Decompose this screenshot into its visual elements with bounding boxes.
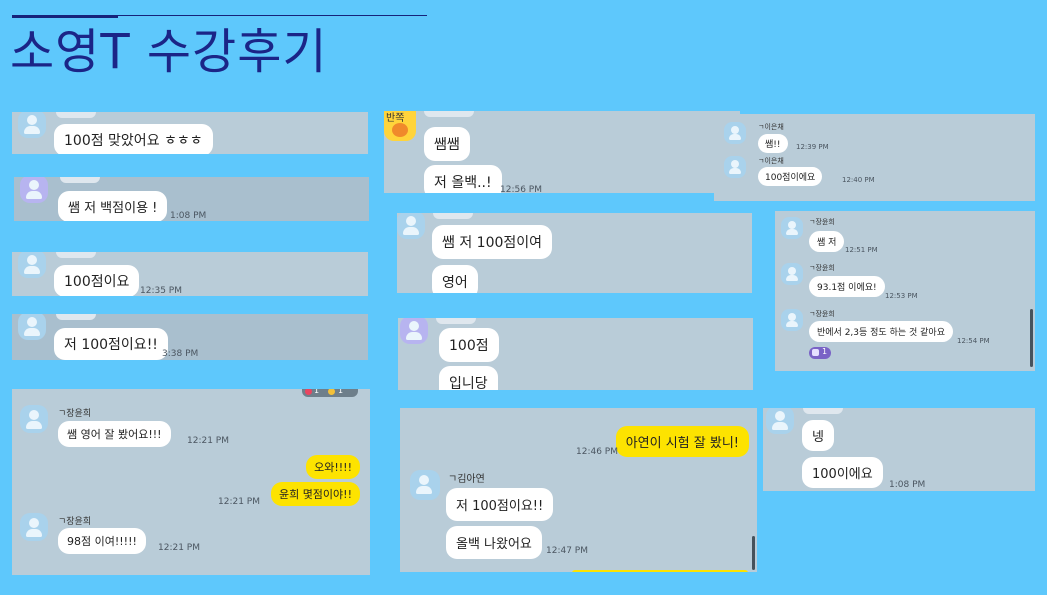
scrollbar[interactable] xyxy=(752,536,755,570)
message-time: 12:54 PM xyxy=(957,337,990,345)
chat-bubble: 쌤 영어 잘 봤어요!!! xyxy=(58,421,171,447)
cropped-bubble xyxy=(56,314,96,320)
sender-name: ㄱ김아연 xyxy=(448,474,485,485)
message-time: 12:56 PM xyxy=(500,185,542,193)
sticker-label: 반쪽 xyxy=(386,113,405,124)
profile-avatar xyxy=(18,112,46,138)
reaction-count: 1 xyxy=(338,389,344,395)
chat-bubble: 93.1점 이에요! xyxy=(809,276,885,297)
message-time: 12:53 PM xyxy=(885,292,918,300)
chat-bubble: 쌤!! xyxy=(758,134,788,153)
cropped-bubble xyxy=(60,177,100,183)
profile-avatar xyxy=(724,156,746,178)
message-time: 12:39 PM xyxy=(796,143,829,151)
profile-avatar xyxy=(20,513,48,541)
chat-screenshot-10: 1 1 ㄱ장윤희 쌤 영어 잘 봤어요!!! 12:21 PM 오와!!!! 윤… xyxy=(12,389,370,575)
message-time: 12:21 PM xyxy=(218,497,260,507)
chat-screenshot-9: 100점 입니당 xyxy=(398,318,753,390)
profile-avatar xyxy=(781,309,803,331)
chat-bubble: 쌤 저 백점이용 ! xyxy=(58,191,168,221)
profile-avatar xyxy=(20,177,48,203)
face-icon xyxy=(392,123,408,137)
chat-bubble: 영어 xyxy=(432,265,478,293)
sender-name: ㄱ장윤희 xyxy=(809,310,835,318)
chat-screenshot-1: 100점 맞았어요 ㅎㅎㅎ xyxy=(12,112,368,154)
message-time: 12:47 PM xyxy=(546,546,588,556)
message-time: 12:51 PM xyxy=(845,246,878,254)
chat-screenshot-12: 넹 100이에요 1:08 PM xyxy=(763,408,1035,491)
title-underline xyxy=(12,15,427,16)
sender-name: ㄱ이은채 xyxy=(758,123,784,131)
chat-bubble: 넹 xyxy=(802,420,834,451)
chat-bubble: 100점이에요 xyxy=(758,167,823,186)
cropped-my-bubble xyxy=(572,570,748,572)
chat-screenshot-8: ㄱ장윤희 쌤 저 12:51 PM ㄱ장윤희 93.1점 이에요! 12:53 … xyxy=(775,211,1035,371)
profile-avatar xyxy=(410,470,440,500)
chat-bubble: 98점 이여!!!!! xyxy=(58,528,146,554)
emoji-icon xyxy=(328,389,335,395)
chat-bubble: 올백 나왔어요 xyxy=(446,526,542,559)
chat-bubble: 100점 xyxy=(439,328,499,362)
profile-avatar xyxy=(20,405,48,433)
message-time: 1:08 PM xyxy=(170,211,207,221)
message-time: 3:38 PM xyxy=(162,349,199,359)
sender-name: ㄱ장윤희 xyxy=(809,264,835,272)
chat-bubble: 저 100점이요!! xyxy=(54,328,168,360)
chat-bubble: 100점이요 xyxy=(54,265,140,296)
profile-avatar xyxy=(400,318,428,344)
message-time: 12:21 PM xyxy=(187,436,229,446)
sticker-avatar: 반쪽 xyxy=(384,111,416,141)
message-time: 12:40 PM xyxy=(842,176,875,184)
profile-avatar xyxy=(781,217,803,239)
chat-bubble: 쌤 저 100점이여 xyxy=(432,225,553,259)
cropped-bubble xyxy=(436,318,476,324)
message-time: 12:21 PM xyxy=(158,543,200,553)
message-time: 12:35 PM xyxy=(140,286,182,296)
scrollbar[interactable] xyxy=(1030,309,1033,367)
chat-screenshot-2: 쌤 저 백점이용 ! 1:08 PM xyxy=(14,177,369,221)
sender-name: ㄱ장윤희 xyxy=(58,517,92,527)
reaction-count: 1 xyxy=(314,389,320,395)
sender-name: ㄱ장윤희 xyxy=(809,218,835,226)
chat-screenshot-3: 100점이요 12:35 PM xyxy=(12,252,368,296)
chat-screenshot-5: 반쪽 쌤쌤 저 올백..! 12:56 PM xyxy=(384,111,740,193)
cropped-bubble xyxy=(56,112,96,118)
my-chat-bubble: 오와!!!! xyxy=(306,455,360,479)
page-title: 소영T 수강후기 xyxy=(10,24,328,80)
cropped-bubble xyxy=(424,111,474,117)
chat-bubble: 반에서 2,3등 정도 하는 것 같아요 xyxy=(809,321,953,342)
profile-avatar xyxy=(781,263,803,285)
reaction-count: 1 xyxy=(822,347,828,356)
cropped-bubble xyxy=(433,213,473,219)
chat-screenshot-6: ㄱ이은채 쌤!! 12:39 PM ㄱ이은채 100점이에요 12:40 PM xyxy=(714,114,1035,201)
profile-avatar xyxy=(766,408,794,434)
my-chat-bubble: 아연이 시험 잘 봤니! xyxy=(615,426,749,457)
sender-name: ㄱ이은채 xyxy=(758,157,784,165)
reaction-bar: 1 1 xyxy=(302,389,358,397)
profile-avatar xyxy=(18,314,46,340)
message-time: 12:46 PM xyxy=(576,447,618,457)
reaction-chip[interactable]: 1 xyxy=(809,347,831,359)
chat-bubble: 쌤쌤 xyxy=(424,127,470,161)
chat-bubble: 100점 맞았어요 ㅎㅎㅎ xyxy=(54,124,213,154)
chat-screenshot-4: 저 100점이요!! 3:38 PM xyxy=(12,314,368,360)
message-time: 1:08 PM xyxy=(889,480,926,490)
chat-bubble: 입니당 xyxy=(439,366,498,390)
chat-bubble: 저 올백..! xyxy=(424,165,502,193)
my-chat-bubble: 윤희 몇점이야!! xyxy=(270,482,360,506)
chat-bubble: 저 100점이요!! xyxy=(446,488,554,521)
chat-bubble: 100이에요 xyxy=(802,457,883,488)
heart-icon xyxy=(305,389,312,395)
chat-screenshot-11: 아연이 시험 잘 봤니! 12:46 PM ㄱ김아연 저 100점이요!! 올백… xyxy=(400,408,757,572)
title-accent-bar xyxy=(12,15,118,18)
chat-screenshot-7: 쌤 저 100점이여 영어 xyxy=(397,213,752,293)
profile-avatar xyxy=(18,252,46,278)
chat-bubble: 쌤 저 xyxy=(809,231,845,252)
sender-name: ㄱ장윤희 xyxy=(58,409,92,419)
thumbs-up-icon xyxy=(812,349,819,356)
profile-avatar xyxy=(724,122,746,144)
profile-avatar xyxy=(397,213,425,239)
cropped-bubble xyxy=(803,408,843,414)
cropped-bubble xyxy=(56,252,96,258)
